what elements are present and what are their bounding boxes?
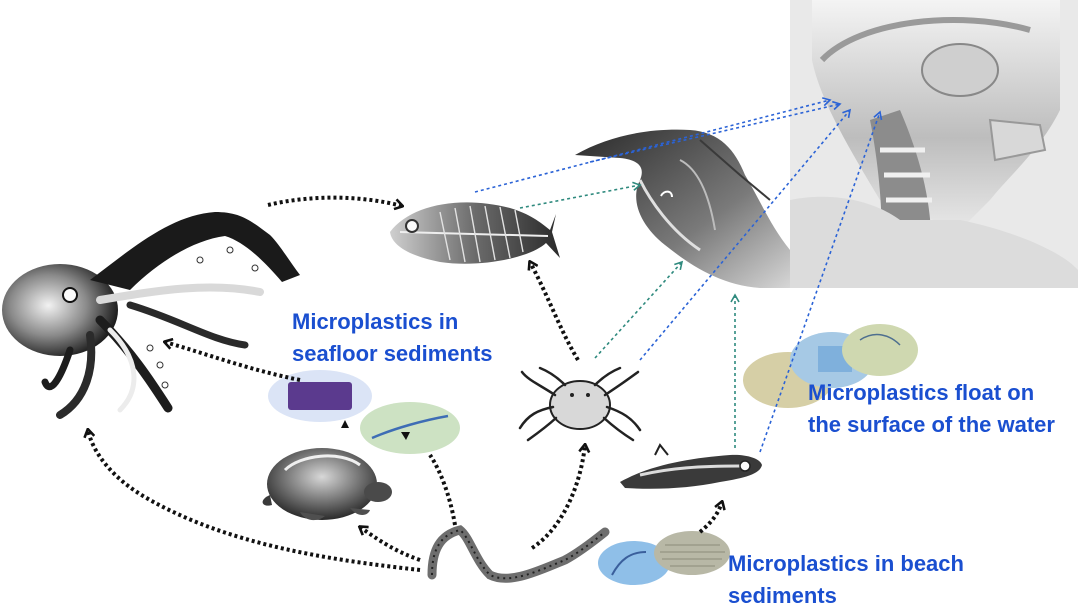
arrow-seahorse-to-human [759,110,883,453]
seafloor-samples [268,370,460,454]
label-seafloor-line1: Microplastics in [292,309,459,334]
arrow-fish-to-bird [519,181,642,209]
arrow-seafloor-to-octopus [165,342,301,382]
arrow-crab-to-fish [530,262,580,362]
surface-sample-green [842,324,918,376]
arrow-worm-to-crab [530,445,585,550]
label-float-line1: Microplastics float on [808,380,1035,405]
label-seafloor-line2: seafloor sediments [292,341,493,366]
human-skull-xray-icon [790,0,1078,288]
label-seafloor-sediments: Microplastics in seafloor sediments [292,306,493,370]
arrow-fish-to-human [474,97,832,193]
arrow-crab-to-human [639,108,852,361]
label-beach-line1: Microplastics in beach [728,551,964,576]
food-chain-arrows [88,195,722,572]
sea-turtle-icon [262,448,392,521]
arrow-worm-to-turtle [360,527,421,562]
fish-xray-icon [390,202,560,264]
seabird-xray-icon [575,129,790,288]
arrow-crab-to-bird [594,260,684,359]
blue-transfer-arrows [474,97,883,453]
octopus-xray-icon [2,212,300,419]
label-float-line2: the surface of the water [808,412,1055,437]
label-beach-line2: sediments [728,583,837,608]
label-beach-sediments: Microplastics in beach sediments [728,548,964,609]
teal-transfer-arrows [519,181,740,448]
marine-worm-icon [427,525,610,583]
arrow-worm-to-seafloor-sample [428,453,457,526]
seafloor-sample-purple-fragment [288,382,352,410]
seahorse-xray-icon [620,443,762,489]
surface-samples [743,324,918,408]
beach-sample-mesh [654,531,730,575]
arrow-octopus-to-fish [267,195,402,206]
seafloor-sample-green [360,402,460,454]
arrow-beach-to-seahorse [698,502,722,534]
arrow-worm-to-octopus [88,430,421,572]
beach-sample-blue [598,541,670,585]
label-surface-water: Microplastics float on the surface of th… [808,377,1055,441]
crab-icon [518,366,642,442]
beach-samples [598,531,730,585]
arrow-bird-to-human [589,100,842,163]
